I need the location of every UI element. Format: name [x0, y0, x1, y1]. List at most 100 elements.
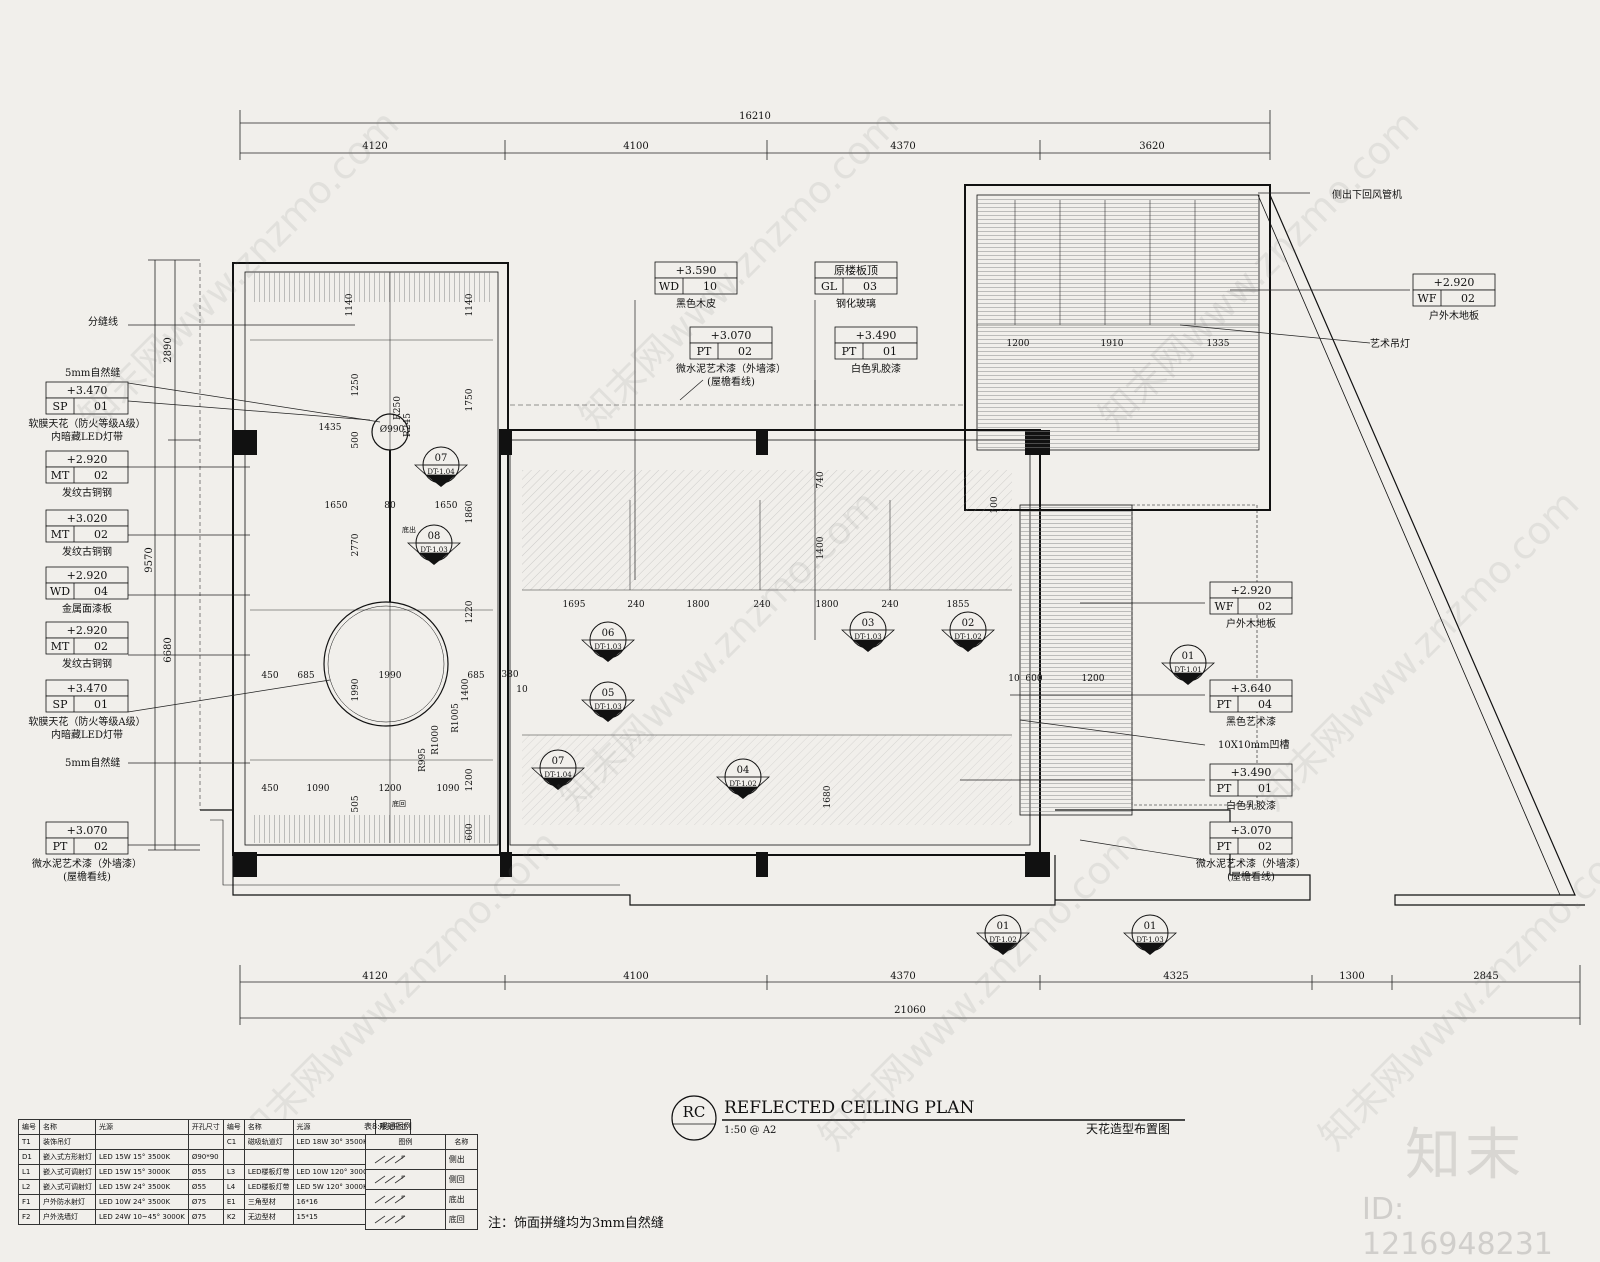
inner-dim-label: 685 — [467, 671, 484, 681]
tag-code: SP — [53, 400, 69, 413]
tag-desc: 黑色艺术漆 — [1226, 715, 1276, 728]
callout-number: 06 — [602, 628, 615, 639]
table-cell: LED 15W 24° 3500K — [95, 1179, 189, 1195]
hvac-symbol-icon — [365, 1169, 446, 1190]
dim-top-4: 3620 — [1139, 141, 1164, 152]
tag-level: +3.640 — [1231, 682, 1272, 695]
title-cn: 天花造型布置图 — [1086, 1121, 1170, 1136]
title-badge-circle — [671, 1095, 717, 1141]
tag-level: +3.490 — [856, 329, 897, 342]
circular-ceiling — [323, 601, 449, 727]
table-cell — [243, 1149, 294, 1165]
tag-code: PT — [1217, 782, 1232, 795]
note-ziranfeng-2: 5mm自然缝 — [65, 756, 120, 769]
tag-code: WD — [659, 280, 679, 293]
inner-dim-label: 240 — [881, 600, 898, 610]
table-cell: 三角型材 — [243, 1194, 294, 1210]
callout-ref: DT-1.03 — [594, 643, 621, 651]
inner-dim-label: 1200 — [465, 768, 475, 791]
inner-dim-label: 1750 — [465, 388, 475, 411]
callout-number: 03 — [862, 618, 875, 629]
tag-code: WF — [1418, 292, 1437, 305]
table-cell: 嵌入式可调射灯 — [39, 1179, 96, 1195]
callout-ref: DT-1.04 — [544, 771, 572, 779]
glass-zone — [522, 470, 1012, 590]
table-cell: 15*15 — [292, 1209, 377, 1225]
lighting-header-cell: 开孔尺寸 — [187, 1119, 224, 1135]
tag-desc: 发纹古铜钢 — [62, 545, 112, 558]
tag-desc: 发纹古铜钢 — [62, 657, 112, 670]
table-cell: Ø55 — [187, 1179, 224, 1195]
inner-dim-label: 100 — [990, 496, 1000, 513]
callout-number: 01 — [1144, 921, 1157, 932]
hvac-name: 侧回 — [444, 1169, 479, 1190]
watermark-id: ID: 1216948231 — [1362, 1192, 1553, 1262]
inner-dim-label: 80 — [384, 501, 396, 511]
watermark-logo: 知末 — [1405, 1123, 1525, 1188]
hvac-table-body: 侧出侧回底出底回 — [365, 1149, 479, 1230]
table-cell: LED 5W 120° 3000K — [292, 1179, 377, 1195]
dim-bottom-2: 4100 — [623, 971, 648, 982]
inner-dim-label: 600 — [465, 823, 475, 840]
table-cell: LED 15W 15° 3000K — [95, 1164, 189, 1180]
callout-number: 08 — [428, 531, 441, 542]
outdoor-deck — [1020, 505, 1132, 815]
inner-dim-label: 450 — [261, 671, 278, 681]
table-cell: 无边型材 — [243, 1209, 294, 1225]
callout-ref: DT-1.02 — [729, 780, 756, 788]
table-cell: LED 18W 30° 3500K — [292, 1134, 377, 1150]
inner-dim-label: 500 — [351, 431, 361, 448]
lighting-header-cell: 编号 — [18, 1119, 40, 1135]
hvac-symbol-icon — [365, 1189, 446, 1210]
tag-code: WD — [50, 585, 70, 598]
tag-code: PT — [1217, 840, 1232, 853]
table-cell: LED楼板灯带 — [243, 1179, 294, 1195]
hvac-table-title: 表8:暖通图例 — [364, 1122, 412, 1131]
tag-number: 03 — [863, 280, 877, 293]
ceiling-slats-top — [250, 272, 493, 302]
dim-top-total: 16210 — [739, 111, 771, 122]
dim-left-2: 6680 — [163, 637, 174, 662]
inner-dim-label: 10 — [516, 685, 528, 695]
dim-bottom-5: 1300 — [1339, 971, 1364, 982]
inner-dim-label: 1855 — [947, 600, 970, 610]
inner-dim-label: R250 — [393, 396, 403, 420]
inner-dim-label: 1910 — [1101, 339, 1124, 349]
inner-dim-label: 240 — [627, 600, 644, 610]
tag-code: MT — [51, 640, 70, 653]
callout-number: 05 — [602, 688, 615, 699]
table-row: 底回 — [365, 1209, 479, 1230]
walls — [200, 184, 1585, 906]
inner-dim-label: 1220 — [465, 600, 475, 623]
table-cell: L4 — [222, 1179, 245, 1195]
table-cell — [187, 1134, 224, 1150]
tag-code: WF — [1215, 600, 1234, 613]
table-cell: C1 — [222, 1134, 245, 1150]
hvac-header-cell: 名称 — [444, 1134, 479, 1150]
tag-desc: 白色乳胶漆 — [1226, 799, 1276, 812]
dim-top-2: 4100 — [623, 141, 648, 152]
table-cell: T1 — [18, 1134, 40, 1150]
tag-number: 04 — [94, 585, 108, 598]
inner-dim-label: 10 — [1008, 674, 1020, 684]
inner-dim-label: 1090 — [307, 784, 330, 794]
ceiling-joints — [250, 200, 1259, 843]
table-cell: Ø75 — [187, 1194, 224, 1210]
tag-number: 01 — [94, 400, 108, 413]
